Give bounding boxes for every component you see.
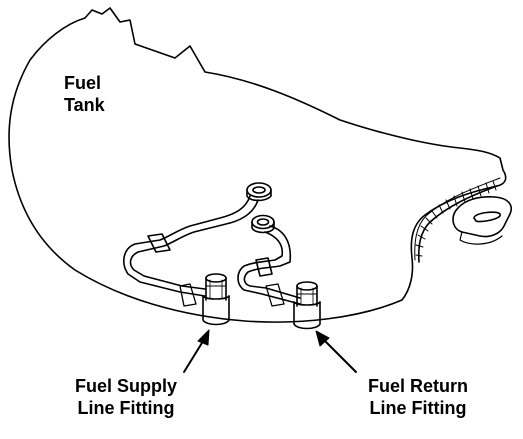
fuel-tank-label-line-1: Fuel	[64, 73, 102, 93]
supply-line-fitting	[202, 273, 230, 326]
return-line-ferrule	[265, 283, 285, 307]
fuel-tank-label: Fuel Tank	[64, 72, 105, 116]
mounting-tab-edge	[459, 231, 503, 245]
tank-seam-hatching	[415, 180, 497, 257]
supply-fitting-leader-arrow	[183, 329, 210, 373]
fuel-return-fitting-label-line-1: Fuel Return	[367, 376, 468, 396]
fuel-tank-label-line-2: Tank	[64, 95, 105, 115]
return-line-fitting	[293, 281, 321, 330]
fuel-tank-outline	[8, 7, 507, 323]
return-fitting-leader-arrow	[315, 330, 357, 373]
mounting-tab	[452, 196, 512, 238]
mounting-tab-slot	[473, 211, 501, 223]
return-line-tube	[237, 225, 301, 305]
supply-line-ferrule	[179, 283, 197, 307]
supply-line-eye-fitting	[246, 182, 272, 202]
fuel-return-fitting-label-line-2: Line Fitting	[369, 398, 467, 418]
tank-seam-flange-inner	[414, 177, 501, 261]
fuel-supply-fitting-label-line-1: Fuel Supply	[74, 376, 177, 396]
fuel-supply-fitting-label-line-2: Line Fitting	[77, 398, 175, 418]
return-line-eye-fitting	[251, 214, 275, 234]
fuel-return-fitting-label: Fuel Return Line Fitting	[357, 375, 479, 419]
supply-line-tube	[123, 195, 259, 297]
fuel-supply-fitting-label: Fuel Supply Line Fitting	[61, 375, 191, 419]
